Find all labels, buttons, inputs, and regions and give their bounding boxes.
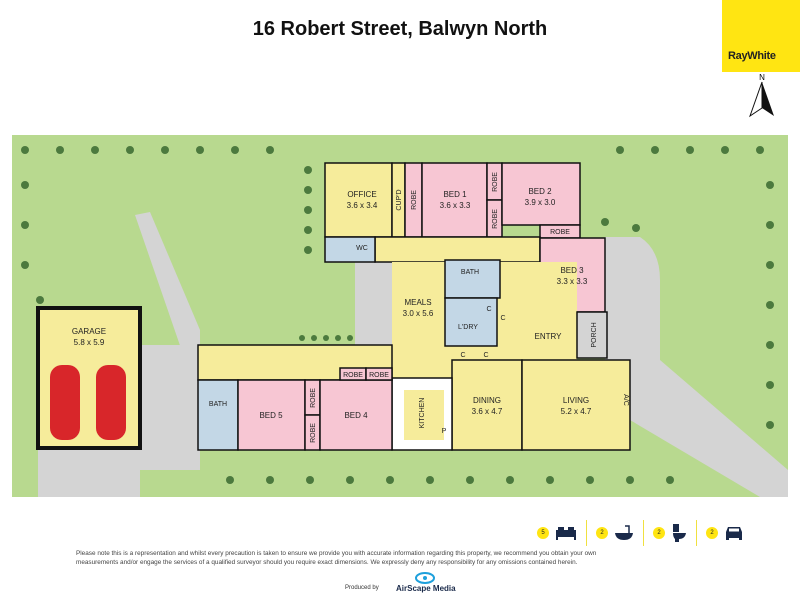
robe-bed2-a xyxy=(486,162,503,201)
dining-dims: 3.6 x 4.7 xyxy=(472,407,503,416)
robe-bed5-b xyxy=(304,414,321,451)
garage-label: GARAGE xyxy=(72,327,106,336)
room-office xyxy=(324,162,393,238)
paving xyxy=(38,212,788,497)
cupboard-label: C xyxy=(460,352,465,359)
meals-label: MEALS xyxy=(404,298,431,307)
bed1-label: BED 1 xyxy=(443,190,467,199)
room-kitchen xyxy=(391,377,453,451)
room-labels: OFFICE 3.6 x 3.4 CUP'D ROBE BED 1 3.6 x … xyxy=(209,172,629,443)
room-meals xyxy=(392,262,540,378)
property-features: 5 2 2 2 xyxy=(528,520,753,546)
bed4-label: BED 4 xyxy=(344,411,368,420)
office-dims: 3.6 x 3.4 xyxy=(347,201,378,210)
pantry-label: P xyxy=(442,428,447,435)
dining-label: DINING xyxy=(473,396,501,405)
room-cupd xyxy=(391,162,406,238)
robe-label: ROBE xyxy=(310,388,317,408)
page-title: 16 Robert Street, Balwyn North xyxy=(252,18,548,40)
feature-carspaces: 2 xyxy=(697,520,753,546)
room-bath-west xyxy=(197,379,239,451)
garage xyxy=(36,306,142,450)
robe-label: ROBE xyxy=(369,372,389,379)
airscape-media-logo: AirScape Media xyxy=(396,572,470,596)
office-label: OFFICE xyxy=(347,190,376,199)
producer-name: AirScape Media xyxy=(396,584,456,593)
robe-bed4-a xyxy=(339,367,367,381)
bed3-label: BED 3 xyxy=(560,266,584,275)
robe-bed1 xyxy=(404,162,423,238)
entry-label: ENTRY xyxy=(535,332,563,341)
bath-label: BATH xyxy=(461,269,479,276)
kitchen-floor xyxy=(404,390,444,440)
robe-label: ROBE xyxy=(492,172,499,192)
room-living xyxy=(521,359,631,451)
car-count: 2 xyxy=(706,527,718,539)
robe-label: ROBE xyxy=(310,423,317,443)
meals-dims: 3.0 x 5.6 xyxy=(403,309,434,318)
bed1-dims: 3.6 x 3.3 xyxy=(440,201,471,210)
disclaimer-text: Please note this is a representation and… xyxy=(76,550,597,566)
bed3-dims: 3.3 x 3.3 xyxy=(557,277,588,286)
cupboard-label: C xyxy=(483,352,488,359)
airscape-logo-icon xyxy=(415,572,435,584)
corridor-west xyxy=(197,344,393,381)
bed-icon xyxy=(556,527,576,540)
produced-by-label: Produced by xyxy=(345,585,379,591)
room-dining xyxy=(451,359,523,451)
room-wc xyxy=(324,236,376,263)
cupboard-label: C xyxy=(486,306,491,313)
bath-icon xyxy=(615,525,633,540)
north-arrow-icon: N xyxy=(749,73,774,118)
robe-label: ROBE xyxy=(492,209,499,229)
toilet-count: 2 xyxy=(653,527,665,539)
cupboard-label: C xyxy=(500,315,505,322)
robe-label: ROBE xyxy=(550,229,570,236)
porch-label: PORCH xyxy=(591,322,598,347)
room-laundry xyxy=(444,297,498,347)
room-bed4 xyxy=(319,379,393,451)
robe-bed3 xyxy=(539,224,581,239)
garage-dims: 5.8 x 5.9 xyxy=(74,338,105,347)
laundry-label: L'DRY xyxy=(458,324,478,331)
room-entry xyxy=(500,262,577,360)
room-bed5 xyxy=(237,379,306,451)
bed2-label: BED 2 xyxy=(528,187,552,196)
raywhite-logo: RayWhite xyxy=(722,0,800,72)
robe-bed5-a xyxy=(304,379,321,416)
feature-toilets: 2 xyxy=(644,520,697,546)
north-label: N xyxy=(759,73,765,82)
trees xyxy=(21,146,774,484)
feature-bedrooms: 5 xyxy=(528,520,587,546)
brand-name: RayWhite xyxy=(728,50,776,62)
bed5-label: BED 5 xyxy=(259,411,283,420)
room-bed1 xyxy=(421,162,488,238)
room-bed2 xyxy=(501,162,581,226)
cupd-label: CUP'D xyxy=(396,189,403,210)
robe-bed2-b xyxy=(486,199,503,238)
room-bed3 xyxy=(539,237,606,313)
car-icon xyxy=(726,527,742,540)
bed2-dims: 3.9 x 3.0 xyxy=(525,198,556,207)
living-dims: 5.2 x 4.7 xyxy=(561,407,592,416)
hallway xyxy=(374,236,541,263)
robe-label: ROBE xyxy=(411,190,418,210)
bath-west-label: BATH xyxy=(209,401,227,408)
ac-label: A/C xyxy=(622,394,629,406)
room-bath xyxy=(444,259,501,299)
room-porch xyxy=(576,311,608,359)
robe-label: ROBE xyxy=(343,372,363,379)
kitchen-label: KITCHEN xyxy=(419,398,426,429)
bathroom-count: 2 xyxy=(596,527,608,539)
robe-bed4-b xyxy=(365,367,393,381)
wc-label: WC xyxy=(356,245,368,252)
lawn xyxy=(12,135,788,497)
bedroom-count: 5 xyxy=(537,527,549,539)
living-label: LIVING xyxy=(563,396,589,405)
toilet-icon xyxy=(673,524,686,542)
car-icons xyxy=(50,365,126,440)
feature-bathrooms: 2 xyxy=(587,520,644,546)
